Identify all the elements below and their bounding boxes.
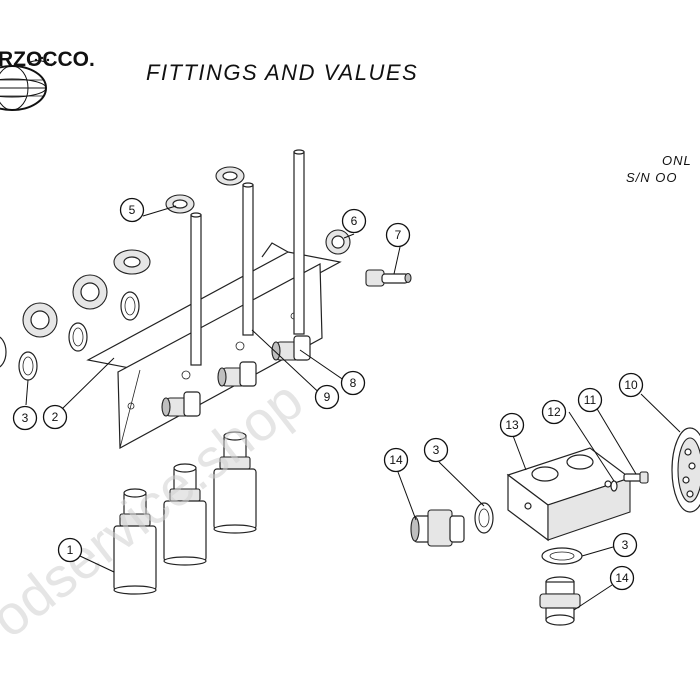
svg-text:13: 13 bbox=[505, 418, 519, 432]
svg-text:12: 12 bbox=[547, 405, 561, 419]
leader-lines bbox=[25, 205, 681, 611]
callout-14-bottom: 14 bbox=[609, 565, 635, 591]
svg-text:8: 8 bbox=[350, 376, 357, 390]
svg-text:7: 7 bbox=[395, 228, 402, 242]
brand-name: RZOCCO. bbox=[0, 48, 95, 71]
valve-block-part bbox=[506, 447, 632, 542]
globe-logo-icon bbox=[0, 56, 53, 111]
callout-3-right: 3 bbox=[612, 532, 638, 558]
callout-6: 6 bbox=[341, 208, 367, 234]
svg-text:9: 9 bbox=[324, 390, 331, 404]
svg-text:10: 10 bbox=[624, 378, 638, 392]
svg-text:14: 14 bbox=[389, 453, 403, 467]
nut-part bbox=[325, 229, 351, 255]
svg-text:1: 1 bbox=[67, 543, 74, 557]
brand-logo: RZOCCO. bbox=[0, 48, 95, 111]
callout-2: 2 bbox=[42, 404, 68, 430]
washer-parts-right bbox=[474, 502, 583, 565]
bottom-union-fitting-part bbox=[539, 576, 581, 626]
page-title: FITTINGS AND VALUES bbox=[146, 60, 418, 85]
callout-8: 8 bbox=[340, 370, 366, 396]
callout-1: 1 bbox=[57, 537, 83, 563]
applicability-note-line2: S/N OO bbox=[626, 170, 678, 185]
svg-text:3: 3 bbox=[622, 538, 629, 552]
callout-11: 11 bbox=[577, 387, 603, 413]
svg-text:3: 3 bbox=[433, 443, 440, 457]
svg-text:6: 6 bbox=[351, 214, 358, 228]
callout-14-left: 14 bbox=[383, 447, 409, 473]
callout-3-mid: 3 bbox=[423, 437, 449, 463]
nut-and-washer-parts bbox=[0, 166, 245, 381]
callout-9: 9 bbox=[314, 384, 340, 410]
callout-5: 5 bbox=[119, 197, 145, 223]
gicleur-disc-part bbox=[671, 427, 700, 513]
callout-10: 10 bbox=[618, 372, 644, 398]
callout-13: 13 bbox=[499, 412, 525, 438]
svg-text:3: 3 bbox=[22, 411, 29, 425]
callout-3-left: 3 bbox=[12, 405, 38, 431]
callout-12: 12 bbox=[541, 399, 567, 425]
cup-fitting-parts bbox=[113, 431, 257, 595]
vertical-tube-parts bbox=[190, 149, 305, 366]
svg-text:14: 14 bbox=[615, 571, 629, 585]
small-pin-parts bbox=[610, 471, 649, 492]
svg-text:11: 11 bbox=[584, 393, 597, 407]
svg-text:5: 5 bbox=[129, 203, 136, 217]
straight-union-fitting-part bbox=[410, 509, 465, 547]
hose-barb-fitting-part bbox=[365, 269, 412, 287]
callout-7: 7 bbox=[385, 222, 411, 248]
svg-text:2: 2 bbox=[52, 410, 59, 424]
applicability-note-line1: ONL bbox=[662, 153, 692, 168]
